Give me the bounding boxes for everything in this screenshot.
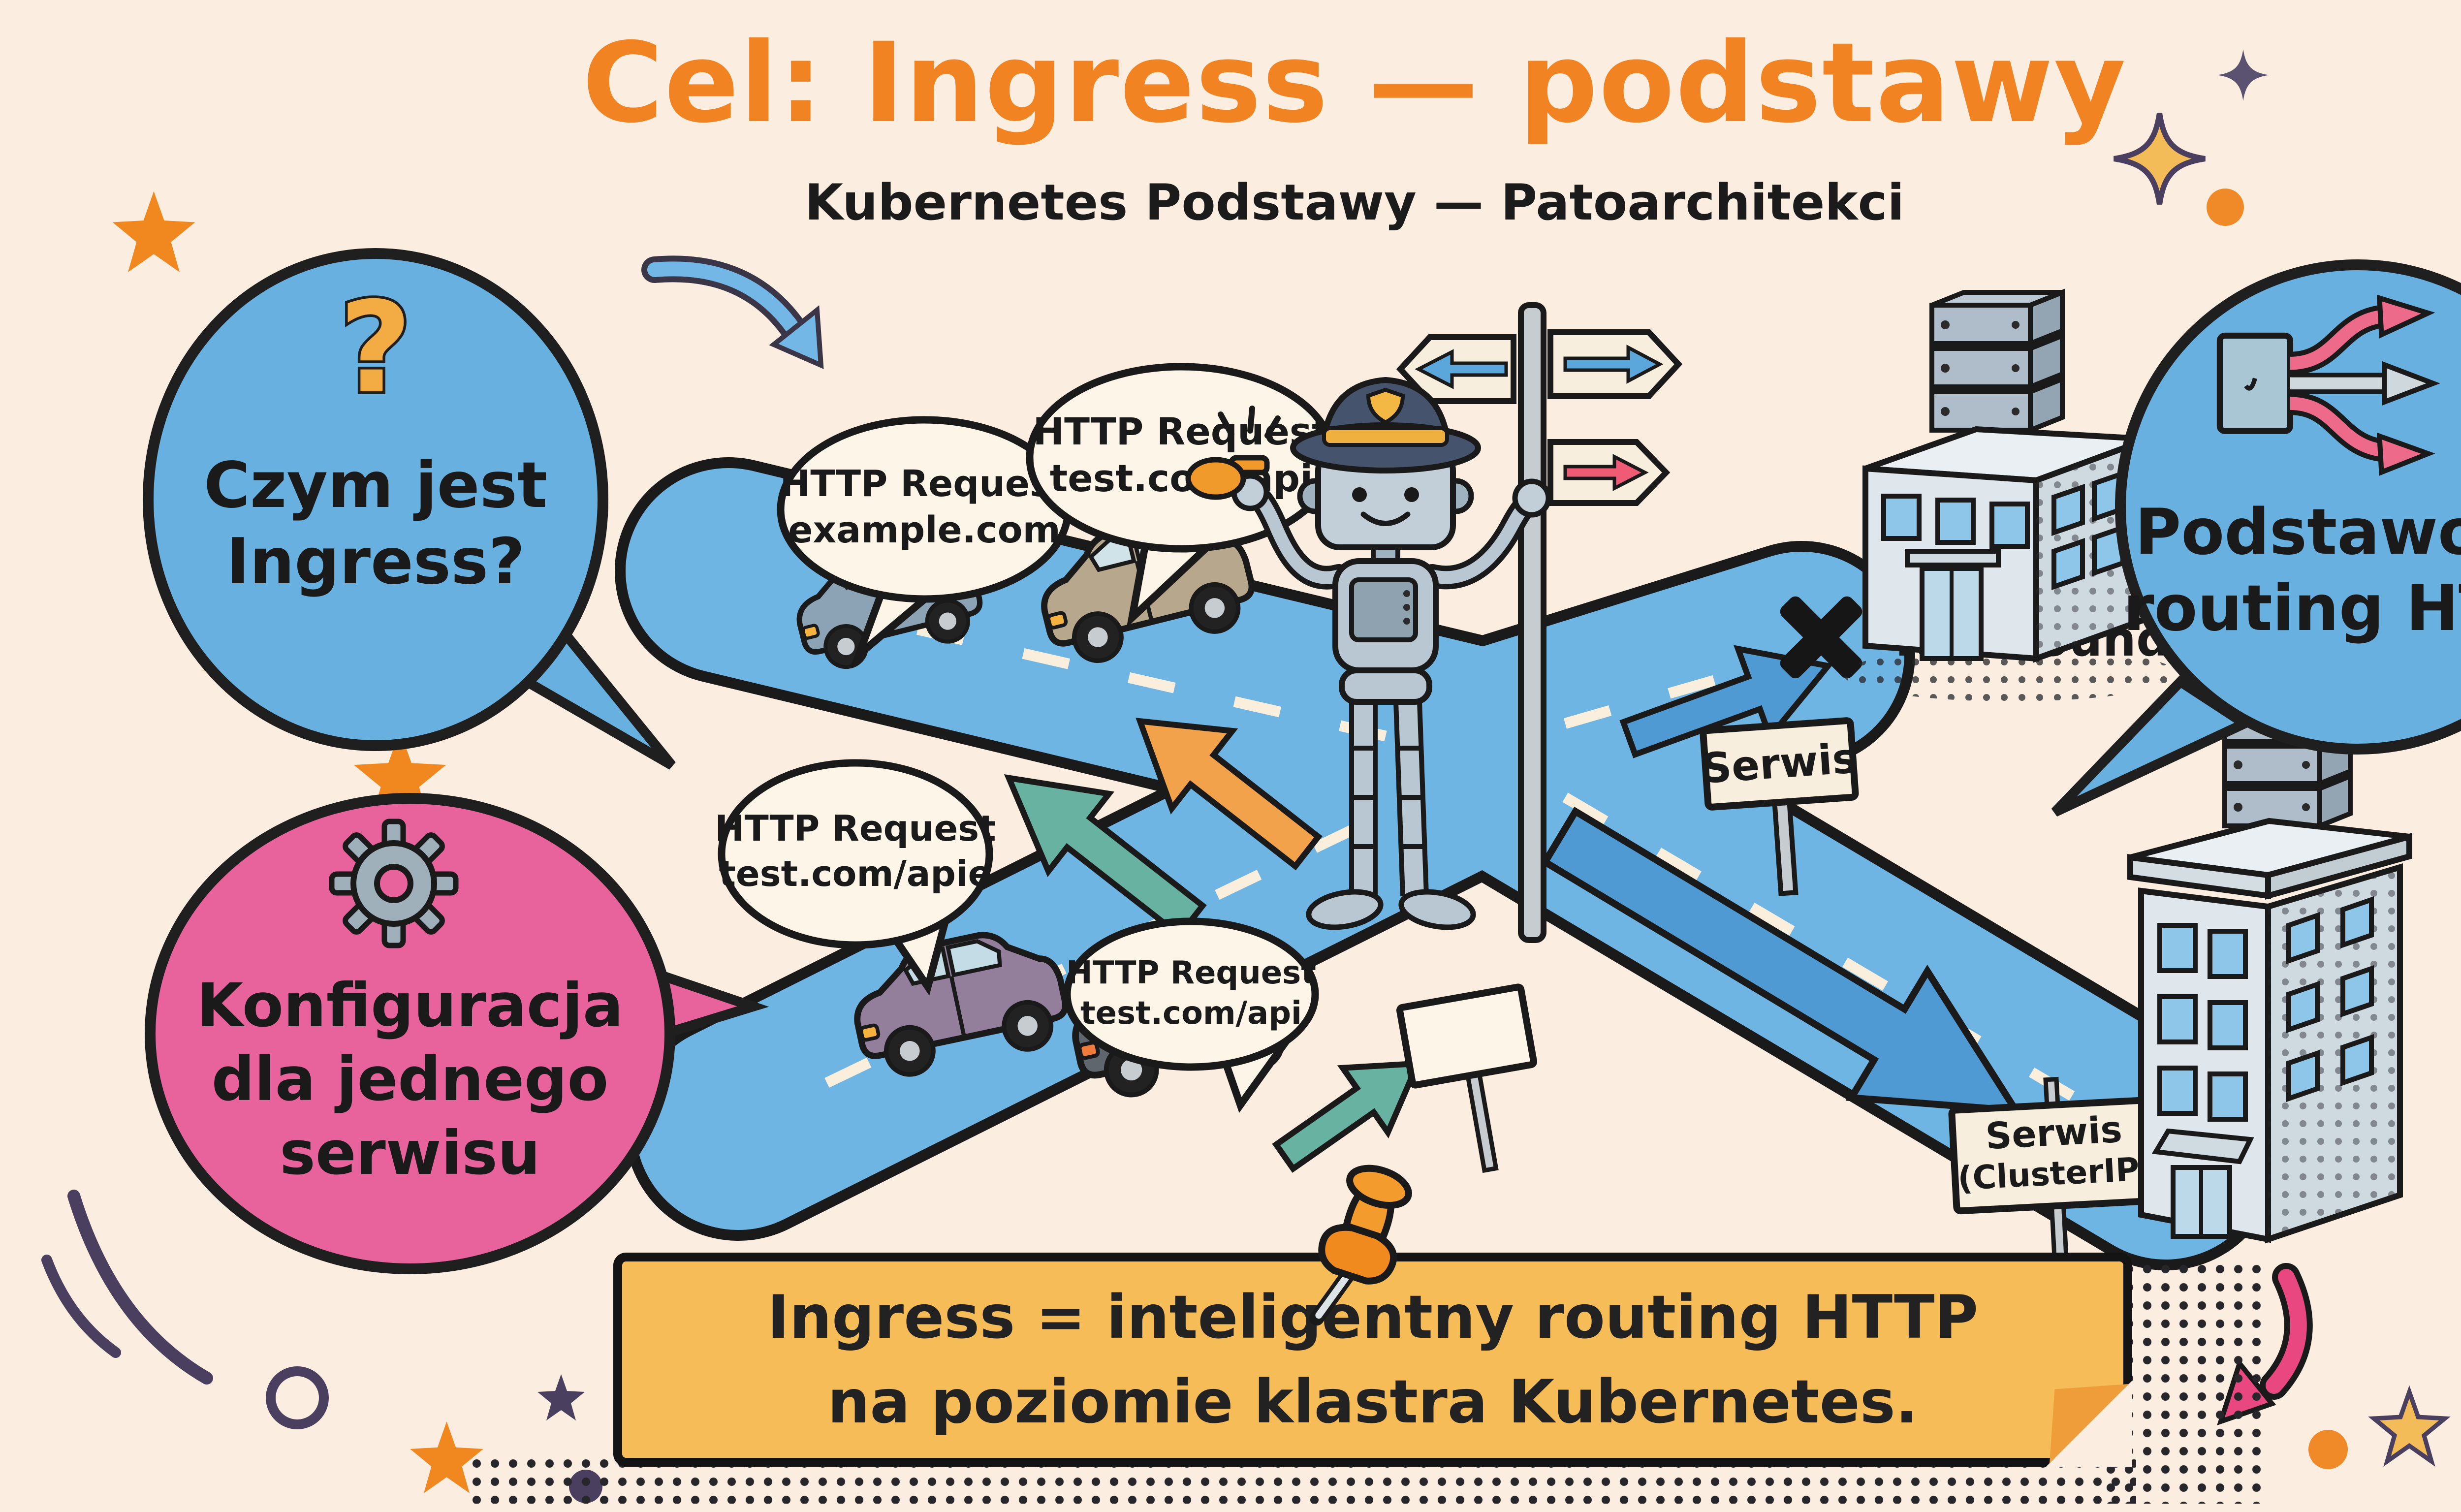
curved-arrow-icon [641,255,824,369]
request-bubble-test-apie: HTTP Request test.com/apie [715,759,996,996]
banner-line1: Ingress = inteligentny routing HTTP [767,1283,1979,1353]
swoosh-line [67,1190,213,1385]
request-line: test.com/apie [719,853,992,894]
swoosh-line [41,1255,121,1358]
x-mark-icon [1780,596,1862,679]
sign-serwis-label: Serwis [1700,734,1858,793]
pushpin-icon [1309,1165,1412,1326]
red-arrow-icon [1563,454,1649,491]
page-title: Cel: Ingress — podstawy [582,19,2127,147]
bubble-question-line2: Ingress? [226,525,525,598]
routing-arrows-icon [2216,294,2440,476]
summary-banner: Ingress = inteligentny routing HTTP na p… [613,1253,2132,1467]
robot-traffic-cop [1185,302,1683,943]
big-blue-arrow-icon [1540,806,2023,1115]
request-line: HTTP Request [715,808,996,849]
star-icon [2374,1392,2445,1461]
circle-doodle [266,1366,329,1429]
bubble-routing-line2: routing HTTP [2123,572,2461,645]
request-bubble-test-api-top: HTTP Request test.com/api [1026,363,1337,629]
orange-arrow-icon [1136,718,1323,871]
signpost [1396,302,1683,943]
page-subtitle: Kubernetes Podstawy — Patoarchitekci [804,173,1905,231]
server-stack-icon [1929,288,2065,467]
robot-hand [1512,478,1551,518]
banner-line2: na poziomie klastra Kubernetes. [827,1367,1918,1437]
blank-sign [1396,983,1538,1173]
teal-arrow-icon [1004,774,1207,940]
request-bubble-example-com: HTTP Request example.com [777,416,1072,666]
whistle-icon [1185,455,1270,500]
teal-arrow-icon [1272,1060,1422,1173]
request-line: HTTP Request [1066,955,1316,991]
left-arrow-icon [1415,349,1508,389]
star-icon [537,1374,585,1420]
question-mark-icon: ? [339,275,412,421]
dot [2207,189,2244,226]
police-hat-icon [1290,377,1481,473]
bubble-config-line1: Konfiguracja [197,971,624,1040]
building-service [2127,688,2412,1244]
bubble-routing-line1: Podstawowy [2135,496,2461,569]
bubble-question-line1: Czym jest [204,449,547,522]
whistle-sparks [1218,406,1281,439]
robot-screen [1349,577,1418,642]
request-line: test.com/api [1080,995,1302,1032]
request-line: test.com/api [1050,456,1313,500]
request-line: example.com [788,509,1060,551]
sign-clusterip-line1: Serwis [1985,1108,2123,1158]
request-bubble-test-api-bottom: HTTP Request test.com/api [1063,917,1319,1113]
sign-serwis: Serwis [1700,717,1859,896]
bubble-config-line2: dla jednego [212,1044,609,1114]
dot [2308,1430,2348,1469]
request-line: HTTP Request [1033,410,1330,453]
request-line: HTTP Request [780,463,1069,505]
lane-dashes [811,600,2119,1127]
bubble-config-line3: serwisu [280,1118,540,1188]
gear-icon [329,819,459,948]
robot-legs [1306,700,1476,930]
bubble-config: Konfiguracja dla jednego serwisu [145,793,769,1274]
right-arrow-icon [1563,345,1664,384]
bubble-routing: Podstawowy routing HTTP [2051,259,2461,817]
bubble-question: ? Czym jest Ingress? [143,248,676,770]
robot-head [1290,377,1481,550]
